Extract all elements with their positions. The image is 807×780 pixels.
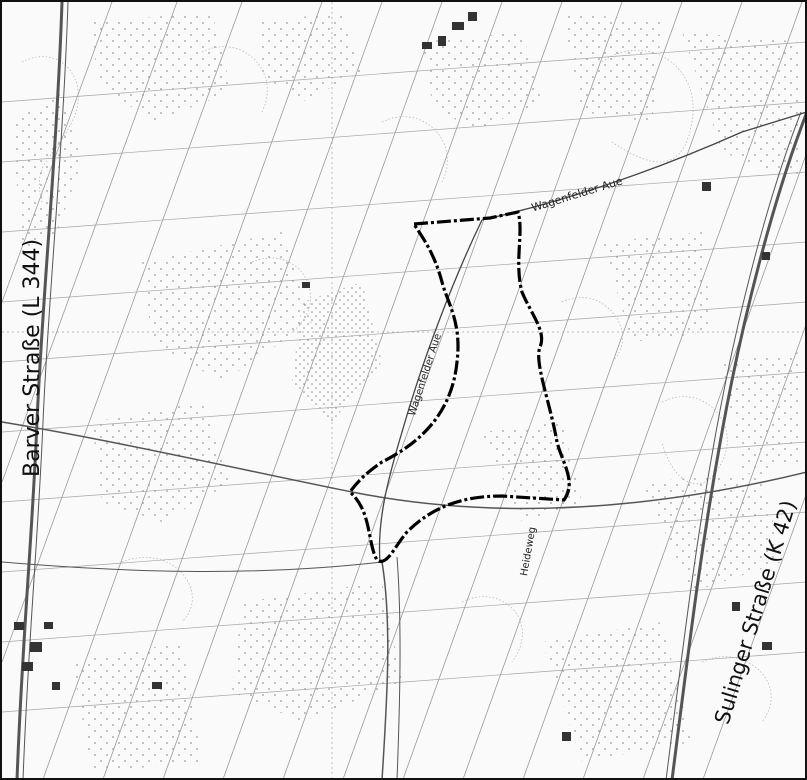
- barver-strasse-label: Barver Straße (L 344): [20, 238, 45, 477]
- settlement-blocks: [14, 12, 772, 741]
- stipple-areas: [12, 12, 802, 772]
- study-area-boundary: [347, 210, 571, 563]
- contour-lines: [21, 46, 772, 723]
